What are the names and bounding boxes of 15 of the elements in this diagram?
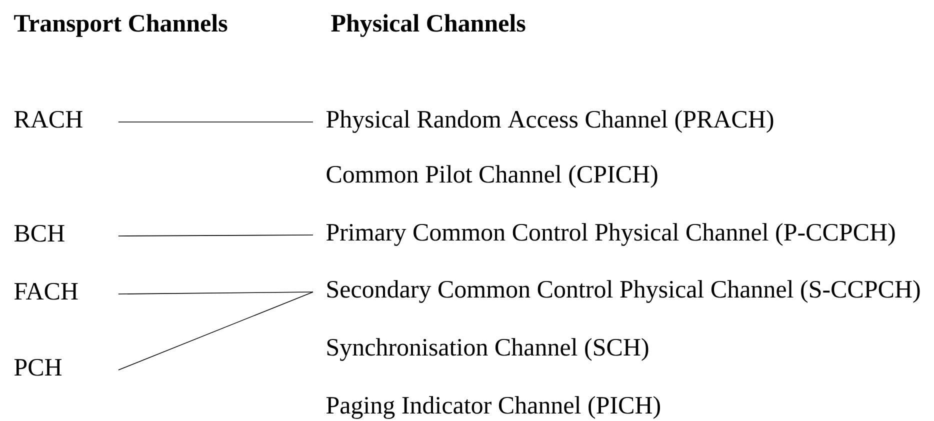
- channel-label: Paging Indicator Channel (PICH): [326, 396, 660, 419]
- column-heading: Physical Channels: [331, 14, 526, 37]
- channel-label: Common Pilot Channel (CPICH): [326, 165, 658, 188]
- channel-label: Synchronisation Channel (SCH): [327, 338, 648, 361]
- column-heading: Transport Channels: [14, 14, 228, 37]
- connector-line: [118, 234, 314, 236]
- channel-label: FACH: [14, 282, 78, 300]
- channel-label: Primary Common Control Physical Channel (P-CCPCH): [326, 223, 895, 246]
- channel-label: PCH: [14, 358, 62, 376]
- channel-label: BCH: [14, 224, 64, 242]
- channel-label: Secondary Common Control Physical Channel (S-CCPCH): [327, 280, 920, 303]
- connector-line: [118, 292, 314, 294]
- channel-label: RACH: [14, 110, 82, 128]
- connector-line: [118, 292, 314, 370]
- channel-label: Physical Random Access Channel (PRACH): [326, 110, 774, 133]
